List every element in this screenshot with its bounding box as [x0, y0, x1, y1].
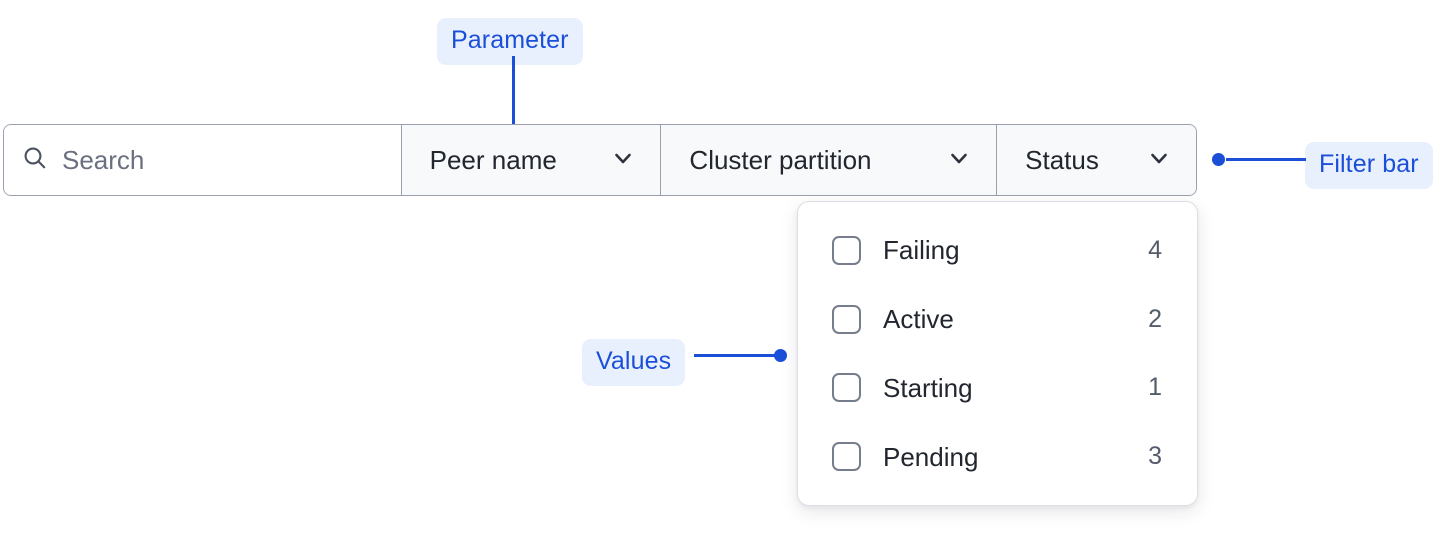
filter-segment-peer-name[interactable]: Peer name	[401, 125, 662, 195]
filter-label-status: Status	[1025, 145, 1099, 175]
search-icon	[22, 145, 48, 176]
filter-segment-cluster-partition[interactable]: Cluster partition	[661, 125, 998, 195]
checkbox-active[interactable]	[832, 304, 861, 334]
list-item-count: 3	[1148, 442, 1162, 471]
status-filter-dropdown-panel: Failing 4 Active 2 Starting 1 Pending 3	[797, 201, 1198, 506]
search-field[interactable]: Search	[4, 125, 402, 195]
filter-label-peer-name: Peer name	[429, 145, 557, 175]
list-item-label: Failing	[883, 235, 960, 266]
list-item-count: 1	[1148, 373, 1162, 402]
annotation-pill-filter-bar: Filter bar	[1305, 142, 1433, 189]
list-item-count: 4	[1148, 235, 1162, 264]
annotation-connector-parameter	[512, 56, 515, 144]
list-item-label: Starting	[883, 372, 973, 403]
checkbox-starting[interactable]	[832, 373, 861, 403]
annotation-pill-values: Values	[582, 339, 686, 386]
annotation-dot-values	[774, 349, 787, 362]
list-item[interactable]: Starting 1	[798, 358, 1197, 418]
annotation-connector-filter-bar	[1226, 158, 1306, 161]
list-item[interactable]: Pending 3	[798, 427, 1197, 487]
list-item-label: Pending	[883, 441, 979, 472]
checkbox-pending[interactable]	[832, 442, 861, 472]
search-placeholder: Search	[62, 145, 145, 175]
chevron-down-icon	[1146, 145, 1172, 176]
annotation-dot-filter-bar	[1212, 153, 1225, 166]
checkbox-failing[interactable]	[832, 235, 861, 265]
filter-label-cluster-partition: Cluster partition	[689, 145, 872, 175]
list-item[interactable]: Failing 4	[798, 220, 1197, 280]
list-item-label: Active	[883, 304, 954, 335]
filter-bar: Search Peer name Cluster partition Statu…	[3, 124, 1197, 196]
list-item-count: 2	[1148, 304, 1162, 333]
list-item[interactable]: Active 2	[798, 289, 1197, 349]
annotation-connector-values	[694, 354, 780, 357]
annotation-pill-parameter: Parameter	[437, 18, 583, 65]
filter-segment-status[interactable]: Status	[997, 125, 1196, 195]
chevron-down-icon	[610, 145, 636, 176]
chevron-down-icon	[946, 145, 972, 176]
